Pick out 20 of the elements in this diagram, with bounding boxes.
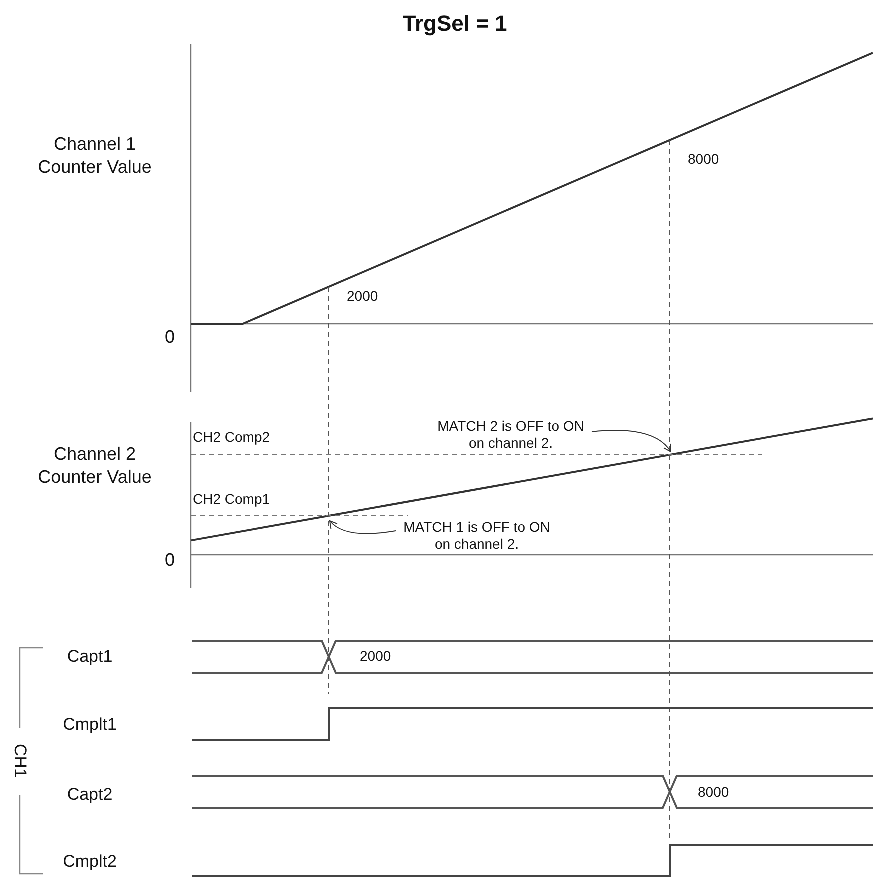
callout-text: MATCH 2 is OFF to ON on channel 2.: [436, 418, 586, 453]
axis-title: 0: [164, 326, 176, 349]
leader-arrow: [330, 520, 396, 534]
value-label: CH2 Comp2: [193, 428, 272, 446]
axis-title: 0: [164, 549, 176, 572]
diagram-title: TrgSel = 1: [402, 10, 508, 38]
value-label: 8000: [688, 150, 720, 168]
signal-name: Cmplt1: [62, 714, 118, 736]
value-label: 2000: [360, 647, 392, 666]
group-label: CH1: [10, 743, 30, 779]
value-label: CH2 Comp1: [193, 490, 272, 508]
signal-name: Capt1: [66, 646, 114, 668]
signal-name: Capt2: [66, 784, 114, 806]
value-label: 8000: [698, 783, 730, 802]
value-label: 2000: [347, 287, 380, 306]
callout-text: MATCH 1 is OFF to ON on channel 2.: [402, 519, 552, 553]
signal-name: Cmplt2: [62, 851, 118, 873]
leader-arrow: [592, 430, 672, 452]
axis-title: Channel 2 Counter Value: [37, 443, 153, 490]
axis-title: Channel 1 Counter Value: [37, 133, 153, 180]
